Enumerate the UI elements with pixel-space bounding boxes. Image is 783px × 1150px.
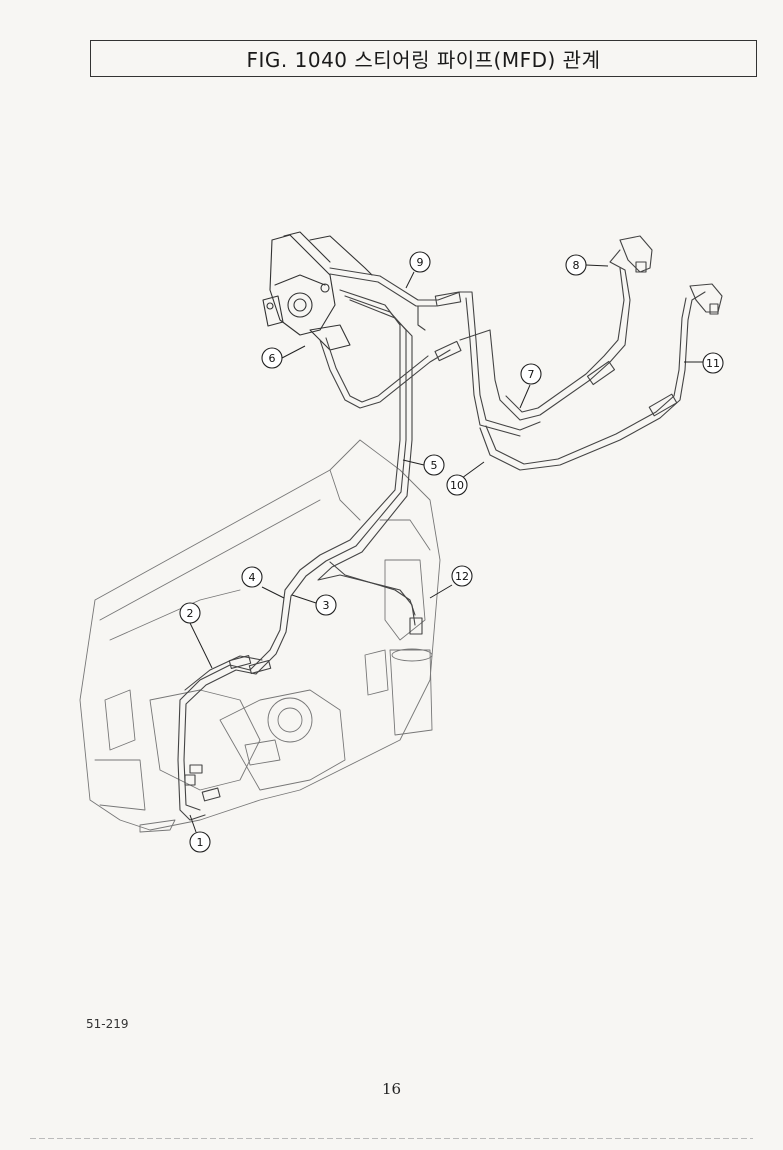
callout-5-label: 5: [431, 459, 438, 472]
callout-9-label: 9: [417, 256, 424, 269]
callout-1: 1: [189, 831, 211, 853]
callout-1-label: 1: [197, 836, 204, 849]
callout-3-label: 3: [323, 599, 330, 612]
callout-11-label: 11: [706, 357, 720, 370]
callout-3: 3: [315, 594, 337, 616]
callout-12: 12: [451, 565, 473, 587]
figure-title: FIG. 1040 스티어링 파이프(MFD) 관계: [90, 40, 757, 77]
page-number: 16: [381, 1080, 402, 1098]
callout-6-label: 6: [269, 352, 276, 365]
steering-valve: [262, 231, 373, 351]
pipe-9: [329, 267, 541, 437]
pipe-6: [319, 329, 501, 409]
pipe-12: [329, 561, 423, 635]
callout-2-label: 2: [187, 607, 194, 620]
figure-title-text: FIG. 1040 스티어링 파이프(MFD) 관계: [246, 48, 601, 72]
callout-4-label: 4: [249, 571, 256, 584]
transmission-housing: [79, 439, 441, 833]
callout-12-label: 12: [455, 570, 469, 583]
callout-markers: 1 2 3 4 5 6 7 8: [179, 251, 724, 853]
callout-5: 5: [423, 454, 445, 476]
callout-10: 10: [446, 474, 468, 496]
callout-4: 4: [241, 566, 263, 588]
pipe-5: [249, 289, 416, 675]
pipe-10-11: [479, 283, 723, 471]
callout-10-label: 10: [450, 479, 464, 492]
pipe-2-3: [177, 654, 272, 821]
callout-11: 11: [702, 352, 724, 374]
pipe-7-8: [499, 235, 653, 421]
callout-leaders: [189, 264, 703, 833]
callout-2: 2: [179, 602, 201, 624]
callout-7: 7: [520, 363, 542, 385]
page-bottom-edge: [30, 1138, 753, 1139]
callout-6: 6: [261, 347, 283, 369]
callout-8-label: 8: [573, 259, 580, 272]
document-code: 51-219: [86, 1017, 129, 1031]
callout-7-label: 7: [528, 368, 535, 381]
callout-9: 9: [409, 251, 431, 273]
callout-8: 8: [565, 254, 587, 276]
